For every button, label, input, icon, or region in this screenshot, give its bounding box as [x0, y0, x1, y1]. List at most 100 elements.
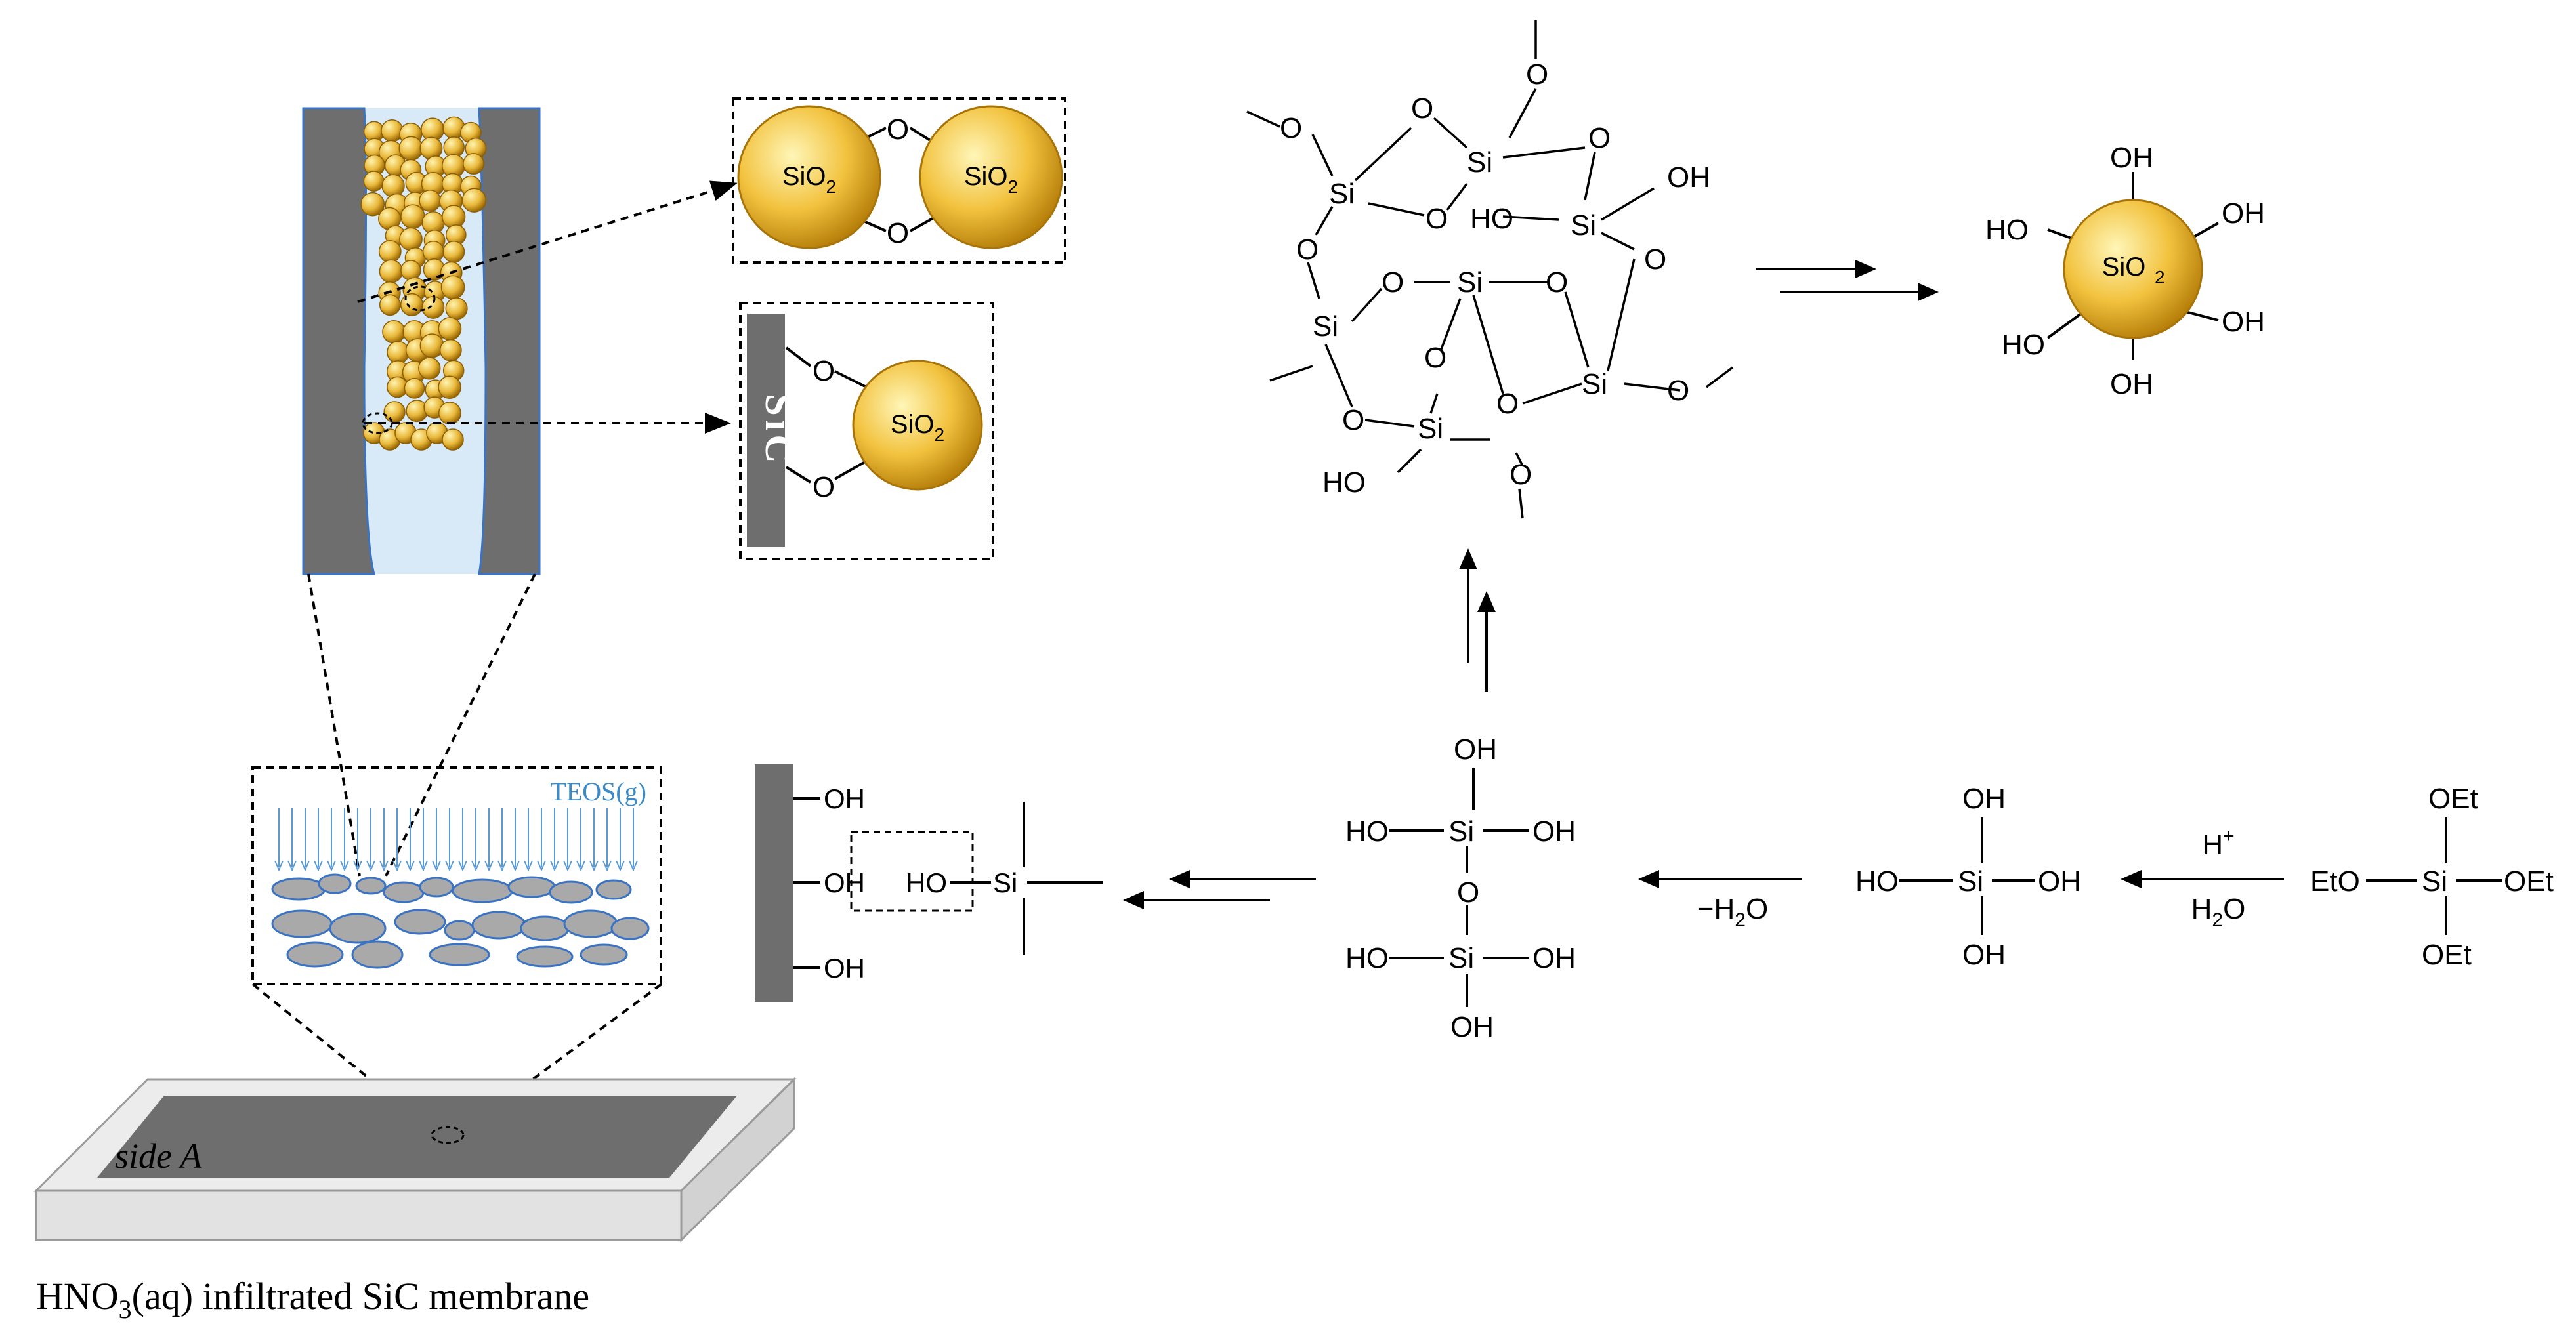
svg-text:O: O [1425, 203, 1448, 235]
sio2-nanoparticle [419, 333, 444, 358]
vapor-arrowhead [340, 860, 349, 872]
svg-text:OH: OH [1532, 816, 1576, 848]
sio2-nanoparticle [438, 375, 461, 399]
sio2-nanoparticle [400, 260, 421, 281]
svg-text:Si: Si [1457, 266, 1483, 299]
vapor-arrowhead [379, 860, 389, 872]
sio2-dimer-box: O O SiO2 SiO2 [732, 97, 1066, 264]
svg-text:OH: OH [2222, 306, 2265, 338]
svg-text:OEt: OEt [2504, 865, 2554, 898]
svg-text:Si: Si [1329, 178, 1355, 210]
vapor-arrowhead [406, 860, 415, 872]
svg-text:OH: OH [1962, 783, 2006, 815]
membrane-grains [271, 873, 650, 969]
zoom-spot-lower [362, 412, 393, 434]
membrane-grain [452, 878, 513, 903]
sio2-nanoparticle [398, 136, 423, 161]
sio2-nanoparticle [381, 119, 404, 142]
vapor-arrowhead [511, 860, 520, 872]
hydroxylated-sio2-particle: SiO 2 OH HO OH HO OH OH [1985, 142, 2265, 400]
membrane-grain [516, 945, 574, 968]
disilicic-acid-molecule: OH HO Si OH O HO Si OH OH [1345, 733, 1576, 1043]
sio2-nanoparticle [445, 297, 468, 320]
vapor-arrowhead [602, 860, 612, 872]
zoom-spot-membrane [431, 1126, 465, 1144]
sio2-nanoparticle [360, 192, 385, 217]
vapor-arrowhead [629, 860, 638, 872]
sio2-label-on-sic: SiO2 [891, 410, 944, 445]
svg-text:O: O [1644, 243, 1666, 276]
svg-text:EtO: EtO [2310, 865, 2360, 898]
sio2-particle-cluster [360, 116, 487, 451]
condensation-minus-water: −H2O [1697, 893, 1768, 931]
svg-text:OH: OH [2110, 142, 2153, 174]
svg-text:HO: HO [1985, 214, 2029, 246]
pore-wall-left [302, 107, 375, 575]
vapor-arrowhead [484, 860, 494, 872]
sio2-nanoparticle [419, 136, 443, 160]
vapor-arrowhead [432, 860, 441, 872]
side-a-label: side A [115, 1136, 203, 1176]
reaction-arrows [1123, 260, 2284, 909]
sic-bridge-oxygen-top: O [813, 355, 835, 387]
svg-text:OEt: OEt [2428, 783, 2478, 815]
svg-text:HO: HO [1855, 865, 1899, 898]
sio2-nanoparticle [399, 227, 423, 251]
teos-molecule: OEt EtO Si OEt OEt [2310, 783, 2554, 971]
svg-text:O: O [1457, 877, 1479, 909]
membrane-grain [444, 920, 475, 941]
svg-text:OH: OH [1667, 161, 1710, 194]
vapor-arrowhead [274, 860, 284, 872]
vapor-arrowhead [314, 860, 323, 872]
membrane-grain [271, 909, 333, 938]
vapor-arrowhead [287, 860, 297, 872]
sio2-nanoparticle [378, 239, 402, 263]
svg-text:HO: HO [2002, 329, 2045, 361]
svg-text:O: O [1296, 234, 1319, 266]
vapor-arrowhead [301, 860, 310, 872]
membrane-grain [271, 877, 326, 901]
svg-text:Si: Si [1467, 146, 1492, 178]
svg-text:2: 2 [2155, 267, 2165, 287]
surface-oh-bottom: OH [824, 953, 865, 983]
vapor-arrowhead [616, 860, 625, 872]
sio2-label-left: SiO2 [782, 162, 836, 197]
membrane-grain [549, 880, 593, 904]
membrane-grain [471, 911, 526, 940]
membrane-grain [419, 877, 454, 898]
sio2-nanoparticle [400, 293, 424, 316]
svg-text:Si: Si [2422, 865, 2447, 898]
sio2-nanoparticle [363, 171, 385, 192]
svg-text:OEt: OEt [2422, 939, 2472, 971]
sio2-label-right: SiO2 [964, 162, 1018, 197]
pore-wall-right [478, 107, 541, 575]
svg-text:HO: HO [1470, 203, 1513, 235]
bridge-oxygen-bottom: O [887, 217, 909, 249]
svg-text:O: O [1546, 266, 1568, 299]
svg-text:OH: OH [1962, 939, 2006, 971]
sio2-particle-right [919, 105, 1063, 249]
svg-text:HO: HO [1345, 816, 1389, 848]
membrane-grain [394, 909, 446, 935]
sio2-nanoparticle [438, 402, 461, 425]
grafting-dashed-box [850, 831, 974, 912]
sio2-nanoparticle [438, 317, 462, 341]
svg-text:OH: OH [1450, 1011, 1494, 1043]
vapor-arrowhead [550, 860, 559, 872]
svg-text:HO: HO [1322, 466, 1366, 499]
svg-text:OH: OH [2222, 197, 2265, 230]
svg-text:Si: Si [1582, 368, 1607, 400]
sio2-nanoparticle [442, 240, 465, 263]
membrane-caption: HNO3(aq) infiltrated SiC membrane [36, 1275, 589, 1324]
sio2-particle-on-sic [852, 360, 983, 491]
svg-text:O: O [1526, 58, 1548, 91]
zoom-spot-upper [404, 285, 436, 312]
svg-text:O: O [1510, 459, 1532, 491]
substrate-bar [755, 764, 793, 1002]
sio2-nanoparticle [383, 401, 406, 423]
sio2-nanoparticle [404, 377, 425, 399]
sio2-nanoparticle [379, 259, 403, 283]
silicic-acid-molecule: OH HO Si OH OH [1855, 783, 2081, 971]
vapor-arrowhead [366, 860, 375, 872]
vapor-arrowhead [537, 860, 546, 872]
